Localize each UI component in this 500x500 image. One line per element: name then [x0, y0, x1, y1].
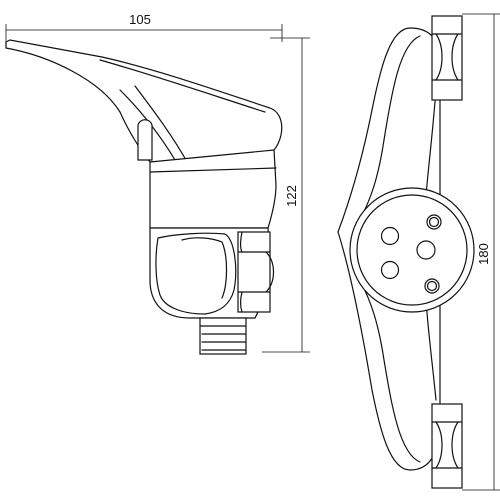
- valve-body: [149, 149, 277, 229]
- width-dimension: 105: [5, 12, 283, 42]
- port-hole: [416, 240, 436, 260]
- front-view: [337, 15, 475, 489]
- central-flange: [349, 187, 475, 313]
- side-view: [5, 39, 283, 355]
- port-hole: [424, 278, 440, 294]
- height-dimension: 122: [262, 37, 310, 353]
- length-dimension-label: 180: [476, 243, 491, 265]
- height-dimension-label: 122: [284, 185, 299, 207]
- length-dimension: 180: [462, 13, 500, 491]
- top-hex-nut: [431, 15, 463, 101]
- port-hole: [380, 260, 400, 280]
- bottom-hex-nut: [431, 403, 463, 489]
- port-hole: [380, 226, 400, 246]
- port-hole: [426, 214, 442, 230]
- hex-nut: [237, 231, 275, 313]
- width-dimension-label: 105: [129, 12, 151, 27]
- outlet-fitting: [199, 317, 247, 355]
- valve-cap: [155, 232, 237, 315]
